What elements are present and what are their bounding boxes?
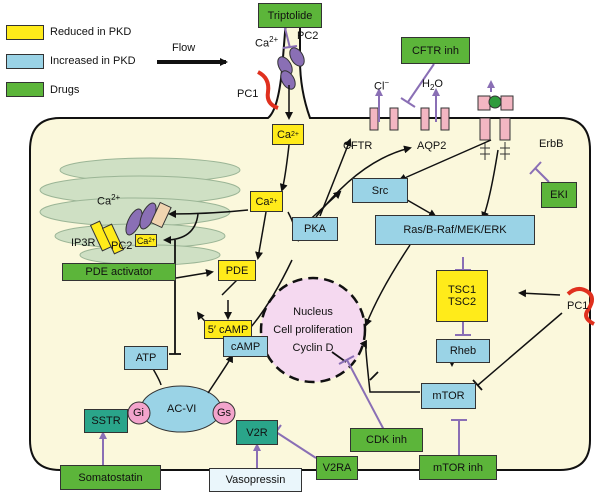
aqp2-label: AQP2 [417,140,447,152]
h2o-sub: 2 [429,83,435,93]
pc1-right-label: PC1 [567,300,589,312]
inhibition-marks [169,240,483,391]
legend-label-drugs: Drugs [50,84,80,96]
five-camp-box: 5′ cAMP [204,320,252,339]
tsc1-text: TSC1 [447,284,477,296]
cdk-inh-box: CDK inh [350,428,423,452]
gi-label: Gi [133,407,144,419]
ca-er-text: Ca [136,235,149,246]
vasopressin-box: Vasopressin [209,468,302,492]
gi-protein [127,401,151,425]
cilia-ca-sup: 2+ [269,35,279,44]
pc1-right-receptor [566,287,595,326]
er-ca-sup: 2+ [111,193,121,202]
ca-mid-sup: 2+ [269,197,278,205]
ras-box: Ras/B-Raf/MEK/ERK [375,215,535,245]
cilia-ca-text: Ca [255,37,270,50]
legend-swatch-drugs [6,82,44,97]
cftr-inh-box: CFTR inh [401,37,470,64]
pc1-cilia-receptor [257,70,279,110]
er-ca-label: Ca2+ [97,193,120,208]
ca-cilia-sup: 2+ [291,130,300,138]
nucleus-line3: Cyclin D [292,342,334,354]
gs-label: Gs [217,407,232,419]
h2o-label: H2O [422,78,443,92]
pc1-top-label: PC1 [237,88,259,100]
atp-box: ATP [124,346,168,370]
pc2-top-label: PC2 [297,30,319,42]
pde-box: PDE [218,260,256,281]
erbb-receptor [477,95,514,160]
src-box: Src [352,178,408,203]
rheb-box: Rheb [436,339,490,363]
pc2-cilia-channel [289,47,305,67]
legend-label-increased: Increased in PKD [50,55,136,67]
mtor-box: mTOR [421,383,476,409]
tsc2-text: TSC2 [447,296,477,308]
nucleus-line2: Cell proliferation [273,324,353,336]
ca-er-sup: 2+ [148,237,156,244]
legend-label-reduced: Reduced in PKD [50,26,132,38]
aqp2-channel [420,107,450,131]
cl-sup: − [384,78,390,87]
erbb-label: ErbB [539,138,564,150]
er-ca-text: Ca [97,195,112,208]
flow-label: Flow [172,42,196,54]
nucleus-title: Nucleus [293,306,333,318]
cl-label: Cl− [374,78,389,93]
gs-protein [212,401,236,425]
eki-box: EKI [541,182,577,208]
cl-text: Cl [374,80,385,93]
sstr-box: SSTR [84,409,128,433]
v2ra-box: V2RA [316,456,358,480]
h2o-o: O [434,78,443,90]
triptolide-box: Triptolide [258,3,322,28]
legend-swatch-increased [6,54,44,69]
cftr-label: CFTR [343,140,373,152]
pc2-er-channel [125,208,143,236]
somatostatin-box: Somatostatin [60,465,161,490]
pde-activator-box: PDE activator [62,263,176,281]
mtor-inh-box: mTOR inh [419,455,497,480]
ip3r-label: IP3R [71,237,96,249]
cilia-ca-label: Ca2+ [255,35,278,50]
h2o-h: H [422,78,430,90]
pka-box: PKA [292,217,338,241]
pc2-er-label: PC2 [111,240,133,252]
er-transporter [150,201,172,229]
pc1-cilia-2 [280,70,296,90]
camp-box: cAMP [223,336,268,357]
v2r-box: V2R [236,420,278,445]
ca-mid-text: Ca [255,195,270,208]
ip3r-channel-2 [101,223,125,255]
ac-vi-label: AC-VI [167,403,197,415]
ca-cilia-text: Ca [276,128,292,141]
legend-swatch-reduced [6,25,44,40]
